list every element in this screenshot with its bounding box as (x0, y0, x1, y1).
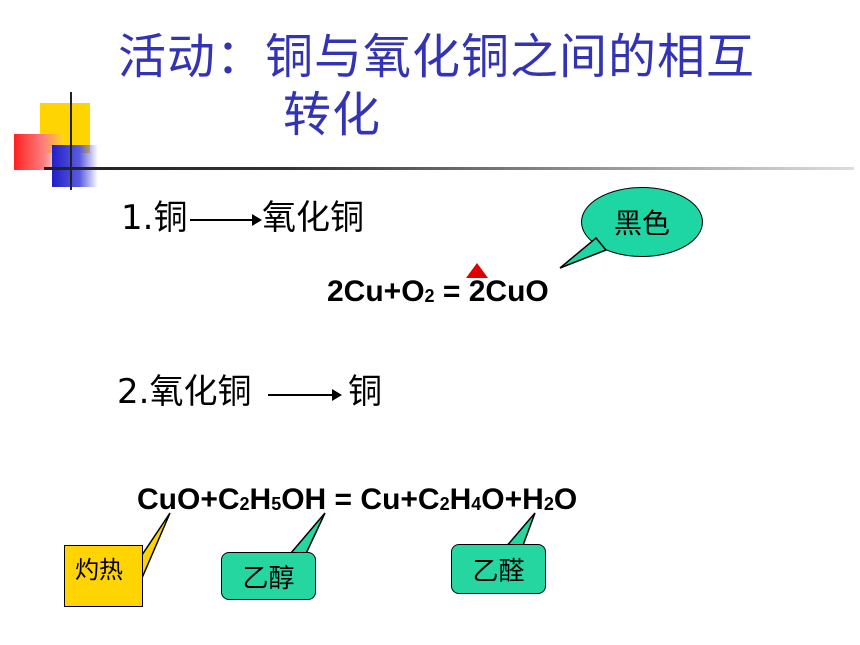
eq1-left: 2Cu+O (327, 275, 425, 308)
slide-title-line2: 转化 (283, 87, 382, 143)
title-underline (44, 167, 854, 170)
heating-triangle-icon (466, 263, 488, 278)
decor-blue-square (52, 145, 98, 187)
eq2-part: O+H (481, 483, 544, 516)
callout-acetaldehyde-text: 乙醛 (472, 556, 525, 587)
callout-heat: 灼热 (64, 545, 143, 607)
eq2-sub: 4 (471, 494, 482, 514)
eq1-right: 2CuO (468, 275, 549, 308)
callout-black-tail (559, 236, 608, 269)
eq2-sub: 2 (543, 494, 554, 514)
eq2-part: H (449, 483, 472, 516)
step1-label: 1.铜 (121, 198, 187, 238)
eq2-part: H (249, 483, 272, 516)
callout-acetaldehyde: 乙醛 (451, 544, 546, 594)
eq2-part: CuO+C (137, 483, 240, 516)
equation-1: 2Cu+O2 = 2CuO (327, 274, 549, 313)
step1-number: 1. (121, 198, 154, 238)
callout-acetaldehyde-tail (503, 512, 536, 549)
equation-2: CuO+C2H5OH = Cu+C2H4O+H2O (137, 482, 577, 521)
callout-heat-tail (141, 512, 171, 579)
eq1-sign: = (434, 275, 469, 308)
eq2-sub: 5 (271, 494, 282, 514)
eq2-sub: 2 (439, 494, 450, 514)
step1-arrow (190, 214, 262, 226)
step1-to: 氧化铜 (262, 198, 364, 238)
step1-from: 铜 (153, 198, 188, 238)
slide-title-line1: 活动：铜与氧化铜之间的相互 (118, 29, 756, 85)
eq2-sub: 2 (239, 494, 250, 514)
step2-to: 铜 (348, 372, 382, 412)
callout-black-color-text: 黑色 (613, 207, 670, 240)
slide-title: 活动：铜与氧化铜之间的相互 转化 (118, 28, 838, 144)
decor-vertical-line (70, 92, 72, 190)
callout-ethanol: 乙醇 (221, 552, 316, 600)
eq2-part: OH = Cu+C (281, 483, 440, 516)
step2-arrow (268, 389, 342, 401)
callout-ethanol-text: 乙醇 (242, 563, 295, 594)
step2-label: 2.氧化铜 (117, 372, 251, 412)
step2-from: 氧化铜 (149, 372, 252, 412)
eq2-part: O (553, 483, 578, 516)
step2-number: 2. (117, 372, 150, 412)
eq1-sub: 2 (424, 286, 435, 306)
callout-heat-text: 灼热 (75, 556, 123, 584)
